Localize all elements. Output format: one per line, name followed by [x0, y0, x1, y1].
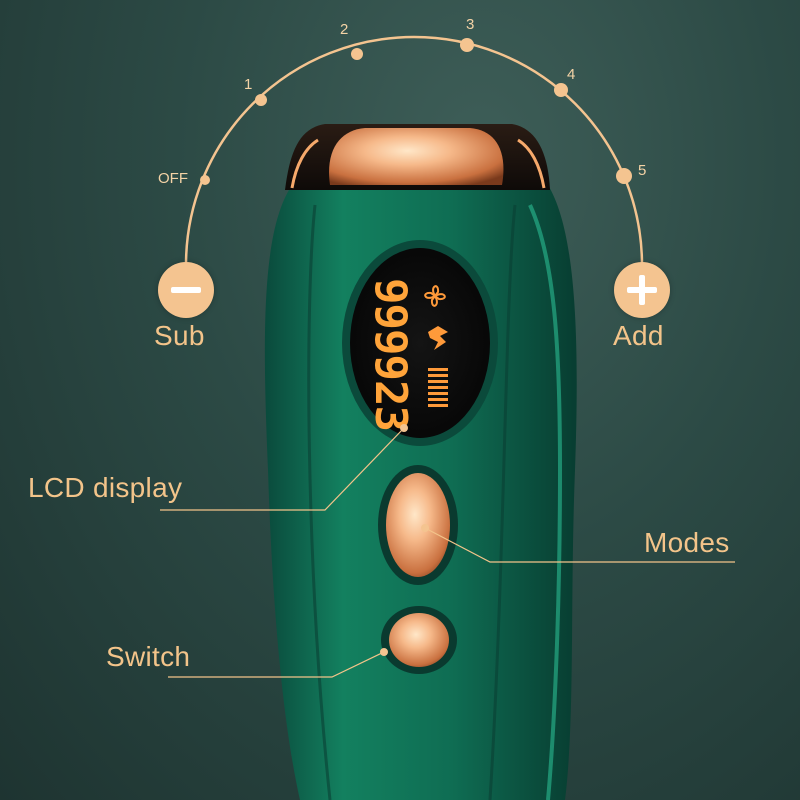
sub-label: Sub — [154, 320, 205, 351]
device-side-highlight — [528, 204, 563, 800]
level-dial-dots — [200, 38, 632, 185]
add-label: Add — [613, 320, 664, 351]
modes-button — [386, 473, 450, 577]
lcd-screen — [350, 248, 490, 438]
switch-callout-line — [168, 651, 385, 678]
device-inner-groove — [307, 204, 332, 800]
dial-level-off: OFF — [158, 170, 188, 187]
switch-button — [389, 613, 449, 667]
fan-icon — [424, 285, 446, 307]
sub-button — [158, 262, 214, 318]
lcd-count: 999923 — [365, 278, 416, 431]
dial-level-2: 2 — [340, 21, 349, 38]
dial-level-4: 4 — [567, 66, 576, 83]
signal-bars-icon — [428, 368, 448, 407]
flash-icon — [428, 326, 448, 350]
dial-level-5: 5 — [638, 162, 647, 179]
switch-label: Switch — [106, 641, 191, 672]
level-dial-arc — [184, 35, 644, 266]
dial-level-1: 1 — [244, 76, 253, 93]
light-window — [329, 128, 504, 185]
minus-icon — [171, 287, 201, 293]
dial-level-3: 3 — [466, 16, 475, 33]
lcd-callout-line — [160, 427, 405, 511]
lcd-display-label: LCD display — [28, 472, 183, 503]
modes-callout-line — [424, 527, 735, 563]
add-button — [614, 262, 670, 318]
modes-label: Modes — [644, 527, 730, 558]
